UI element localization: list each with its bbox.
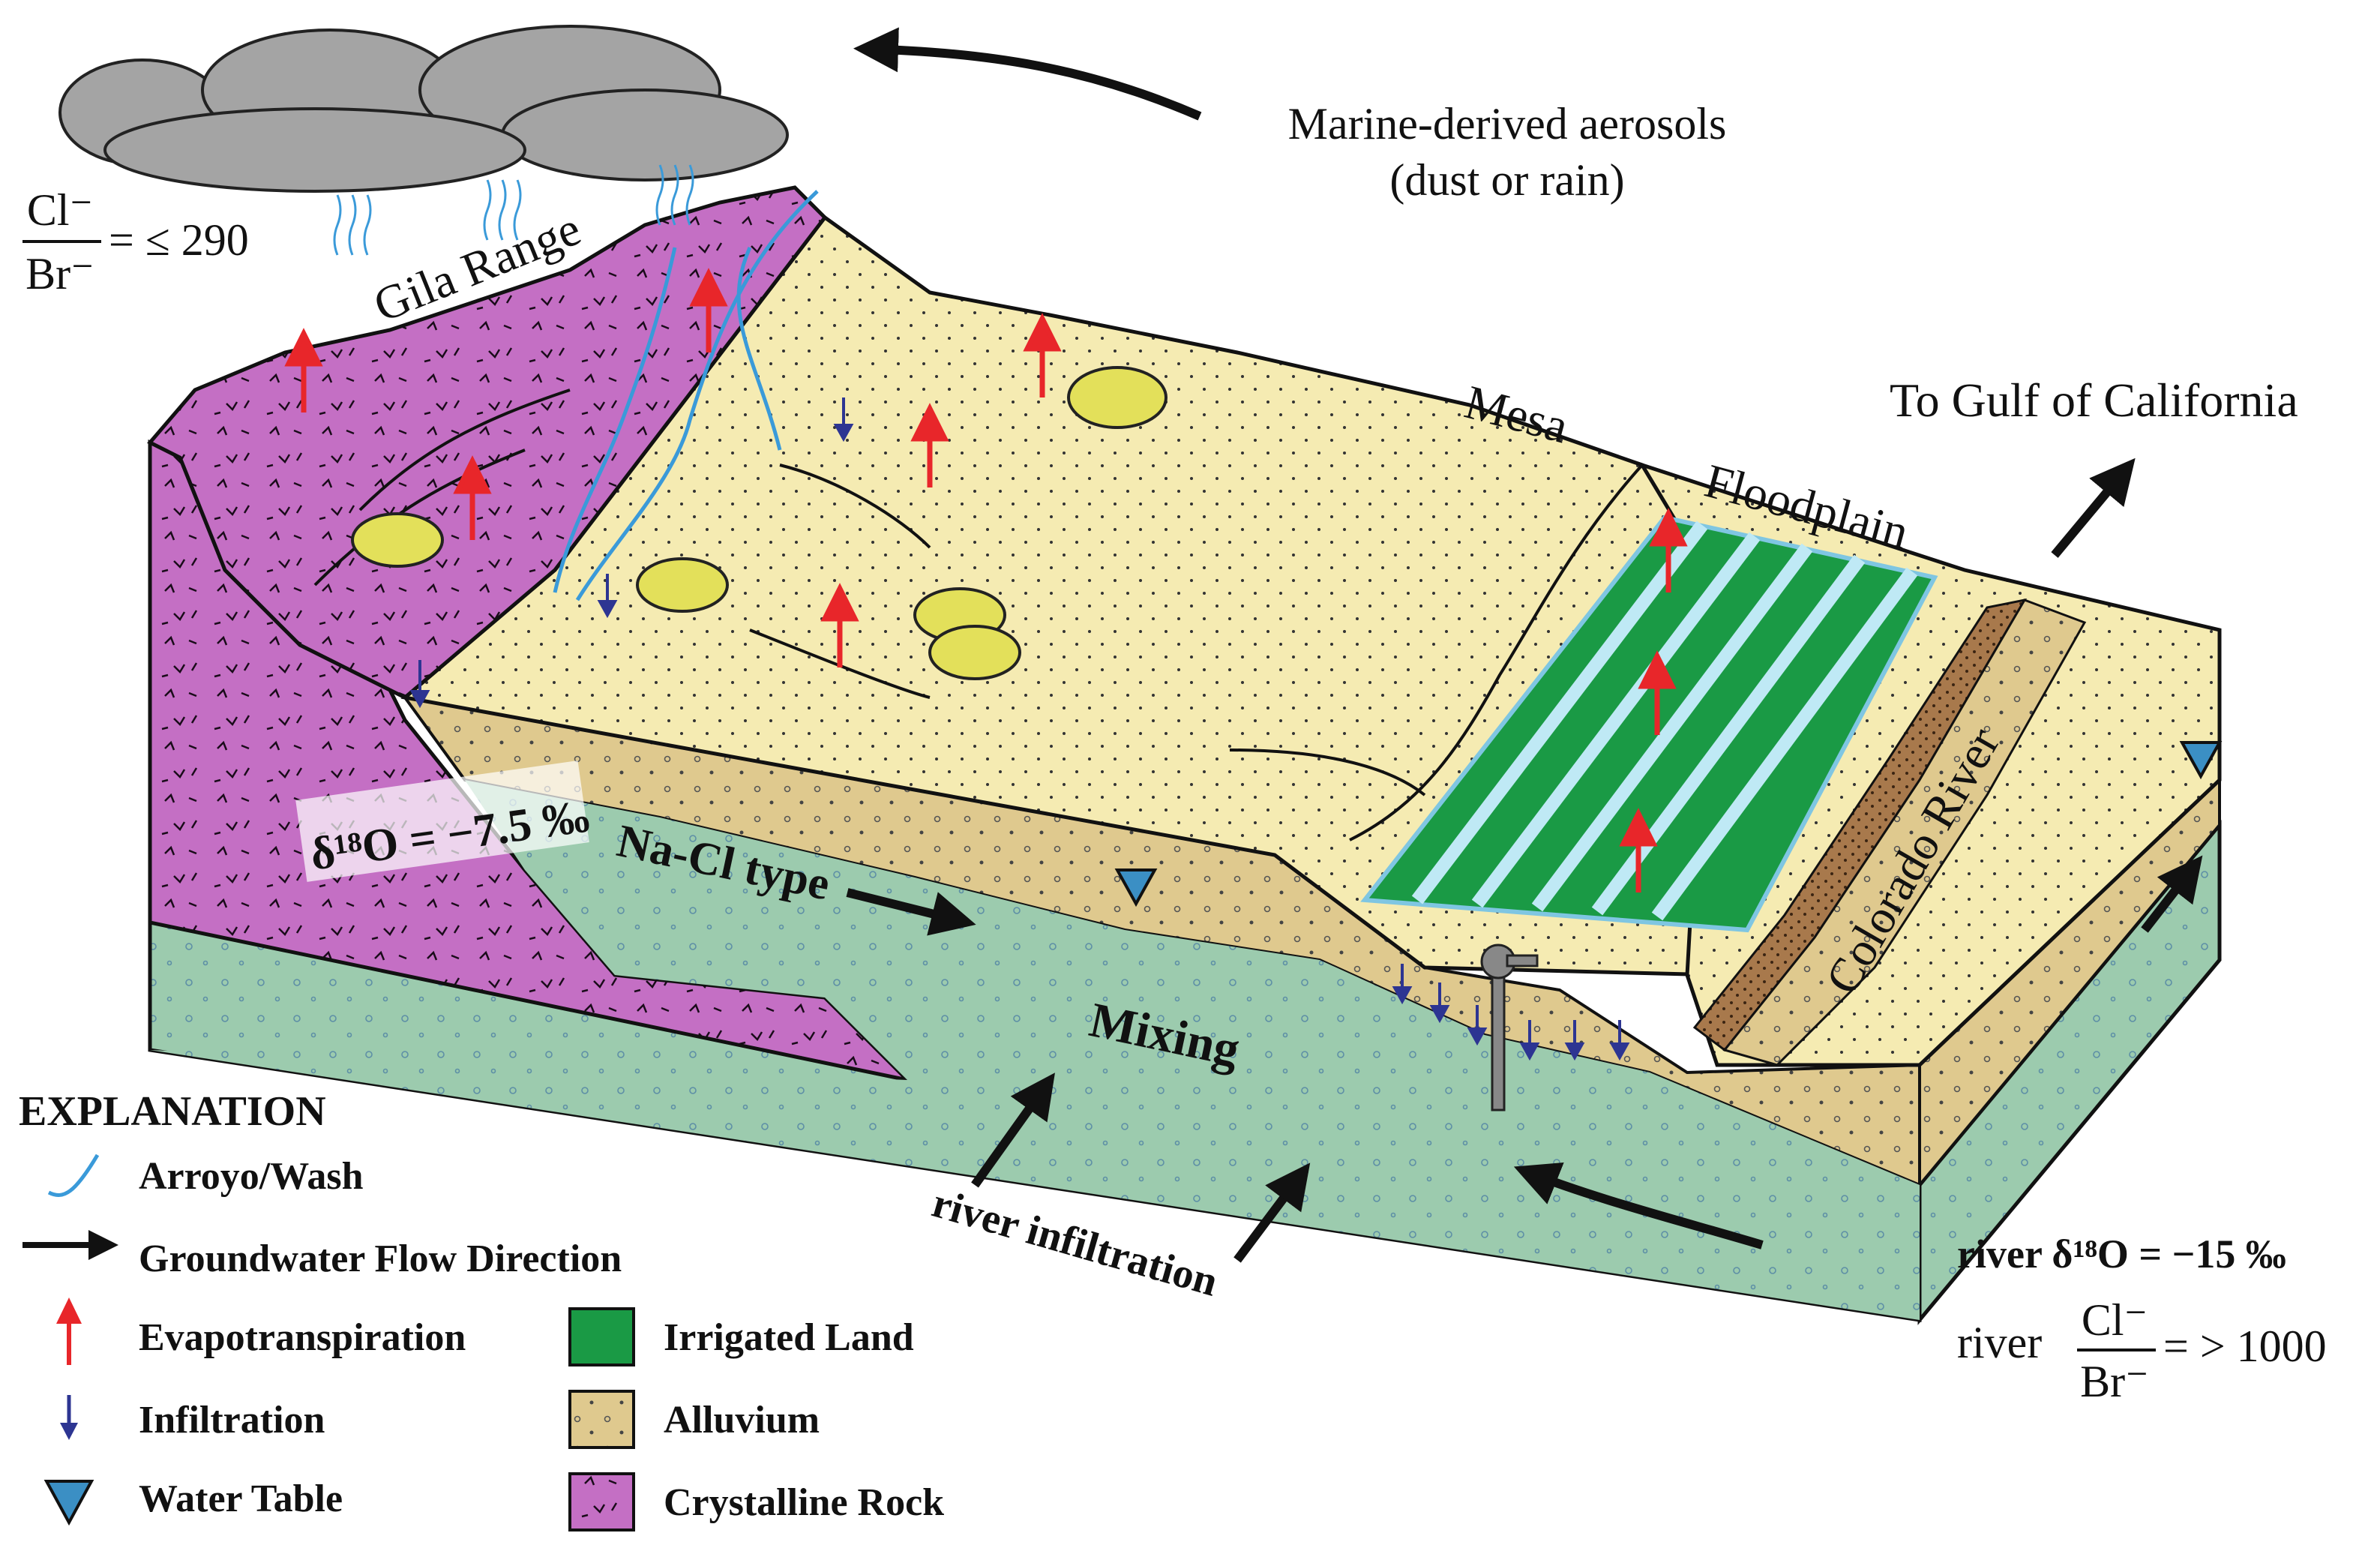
svg-text:= > 1000: = > 1000	[2163, 1322, 2327, 1371]
infiltration-arrows	[409, 398, 1630, 1061]
legend-label-alluvium: Alluvium	[664, 1399, 820, 1442]
green-swatch-icon	[568, 1307, 635, 1366]
legend-label-infiltration: Infiltration	[139, 1399, 325, 1442]
irrigation-well	[1480, 944, 1539, 1112]
arroyo-streams	[553, 190, 819, 602]
gulf-label: To Gulf of California	[1890, 374, 2298, 427]
mesa-drainage-lines	[313, 388, 1644, 842]
irrigated-land	[1360, 514, 1938, 933]
gulf-direction-arrow	[2051, 458, 2136, 558]
legend-label-crystalline: Crystalline Rock	[664, 1481, 944, 1524]
svg-text:Marine-derived aerosols: Marine-derived aerosols	[1288, 99, 1727, 148]
aerosols-label: Marine-derived aerosols (dust or rain)	[1288, 99, 1727, 205]
mixing-zone	[150, 780, 1920, 1320]
svg-text:(dust or rain): (dust or rain)	[1389, 155, 1624, 205]
legend-label-flow: Groundwater Flow Direction	[139, 1238, 622, 1280]
river-values: river δ¹⁸O = −15 ‰ river Cl⁻ Br⁻ = > 100…	[1957, 1232, 2327, 1406]
groundwater-flow-arrows	[846, 855, 2203, 1263]
arroyo-wash-icon	[47, 1154, 100, 1197]
svg-text:river: river	[1957, 1318, 2042, 1367]
legend: EXPLANATION Arroyo/Wash Groundwater Flow…	[19, 1088, 944, 1532]
legend-label-evap: Evapotranspiration	[139, 1316, 466, 1359]
cloud	[58, 25, 789, 193]
svg-text:Cl⁻: Cl⁻	[2082, 1295, 2148, 1345]
aerosol-direction-arrow	[853, 27, 1202, 121]
svg-text:Cl⁻: Cl⁻	[27, 185, 93, 235]
legend-label-water-table: Water Table	[139, 1478, 343, 1520]
svg-text:Br⁻: Br⁻	[25, 249, 94, 298]
desert-bushes	[351, 366, 1168, 680]
water-table-markers	[1114, 741, 2223, 908]
blue-down-arrow-icon	[60, 1395, 78, 1440]
crystalline-swatch-icon	[568, 1472, 635, 1532]
legend-title: EXPLANATION	[19, 1088, 326, 1135]
legend-label-irrigated: Irrigated Land	[664, 1316, 914, 1359]
svg-text:= ≤ 290: = ≤ 290	[109, 215, 249, 265]
left-chloride-bromide-ratio: Cl⁻ Br⁻ = ≤ 290	[22, 185, 249, 298]
svg-text:Br⁻: Br⁻	[2080, 1357, 2149, 1406]
river-bank-alluvium	[1722, 598, 2087, 1066]
svg-text:river δ¹⁸O = −15 ‰: river δ¹⁸O = −15 ‰	[1957, 1232, 2286, 1276]
alluvium-swatch-icon	[568, 1390, 635, 1449]
rain-squiggles	[333, 164, 694, 256]
water-table-triangle-icon	[43, 1480, 94, 1526]
red-up-arrow-icon	[56, 1298, 82, 1365]
evapotranspiration-arrows	[284, 268, 1688, 892]
legend-label-arroyo: Arroyo/Wash	[139, 1155, 364, 1198]
